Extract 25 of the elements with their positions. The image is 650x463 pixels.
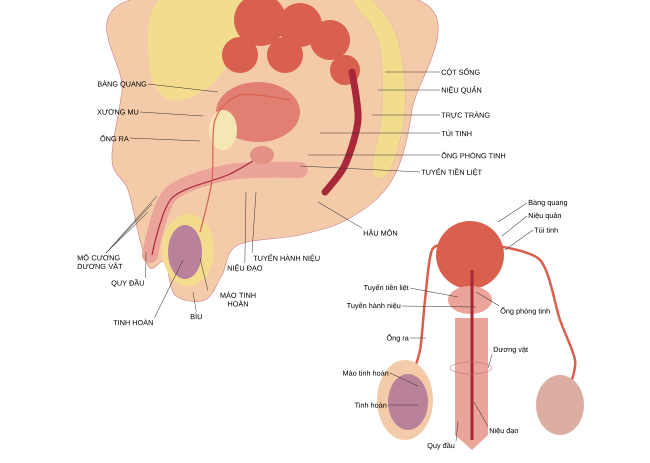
leader-line xyxy=(474,402,488,427)
leader-line xyxy=(130,138,200,142)
leader-line xyxy=(252,192,256,254)
leader-line xyxy=(200,258,208,291)
leader-line xyxy=(402,306,476,308)
leader-line xyxy=(192,292,197,312)
leader-line xyxy=(244,192,246,264)
leader-line xyxy=(388,404,418,406)
leader-line xyxy=(502,216,528,236)
leader-line xyxy=(372,114,440,116)
leader-line xyxy=(390,372,418,386)
leader-line xyxy=(318,202,362,228)
leader-line xyxy=(456,420,458,442)
leader-line xyxy=(488,354,492,368)
leader-line xyxy=(154,260,184,318)
leader-line xyxy=(504,230,534,250)
leader-line xyxy=(308,154,440,156)
leader-line xyxy=(498,202,528,222)
leader-line xyxy=(410,288,458,298)
leader-line xyxy=(148,84,218,92)
leader-line xyxy=(320,132,440,134)
leader-line xyxy=(106,196,158,253)
leader-line xyxy=(145,252,146,278)
leader-line xyxy=(140,112,204,116)
leader-line xyxy=(300,166,420,172)
